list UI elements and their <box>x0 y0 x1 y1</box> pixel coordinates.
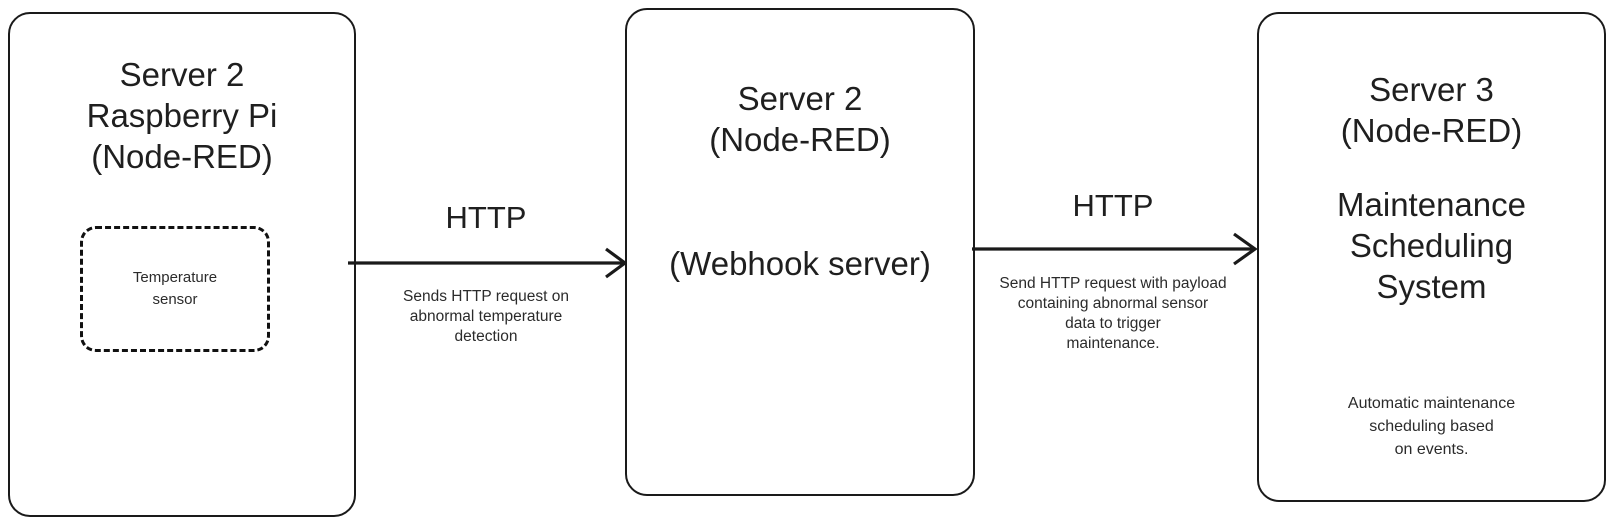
edge-label-description-1: Sends HTTP request on abnormal temperatu… <box>403 288 569 345</box>
node-title-server-2-raspberry-pi: Server 2 Raspberry Pi (Node-RED) <box>86 56 278 175</box>
arrow-right-icon <box>972 232 1258 266</box>
edge-label-protocol-1: HTTP <box>445 200 527 235</box>
edge-label-description-2: Send HTTP request with payload containin… <box>999 275 1227 352</box>
node-server-3-maintenance[interactable]: Server 3 (Node-RED) Maintenance Scheduli… <box>1257 12 1606 502</box>
node-subtitle-server-3-maintenance: Maintenance Scheduling System <box>1337 186 1526 305</box>
edge-label-protocol-2: HTTP <box>1072 188 1154 223</box>
node-server-2-webhook[interactable]: Server 2 (Node-RED) (Webhook server) <box>625 8 975 496</box>
arrow-right-icon <box>348 247 628 279</box>
edge-raspberry-to-webhook <box>348 236 630 292</box>
component-label-temperature-sensor: Temperature sensor <box>132 269 218 308</box>
edge-webhook-to-maintenance <box>972 222 1260 278</box>
node-subtitle-server-2-webhook: (Webhook server) <box>669 245 931 282</box>
node-note-server-3-maintenance: Automatic maintenance scheduling based o… <box>1347 395 1516 458</box>
node-title-server-2-webhook: Server 2 (Node-RED) <box>709 80 891 158</box>
node-server-2-raspberry-pi[interactable]: Server 2 Raspberry Pi (Node-RED) Tempera… <box>8 12 356 517</box>
node-title-server-3-maintenance: Server 3 (Node-RED) <box>1340 71 1523 149</box>
component-temperature-sensor[interactable]: Temperature sensor <box>80 226 270 352</box>
